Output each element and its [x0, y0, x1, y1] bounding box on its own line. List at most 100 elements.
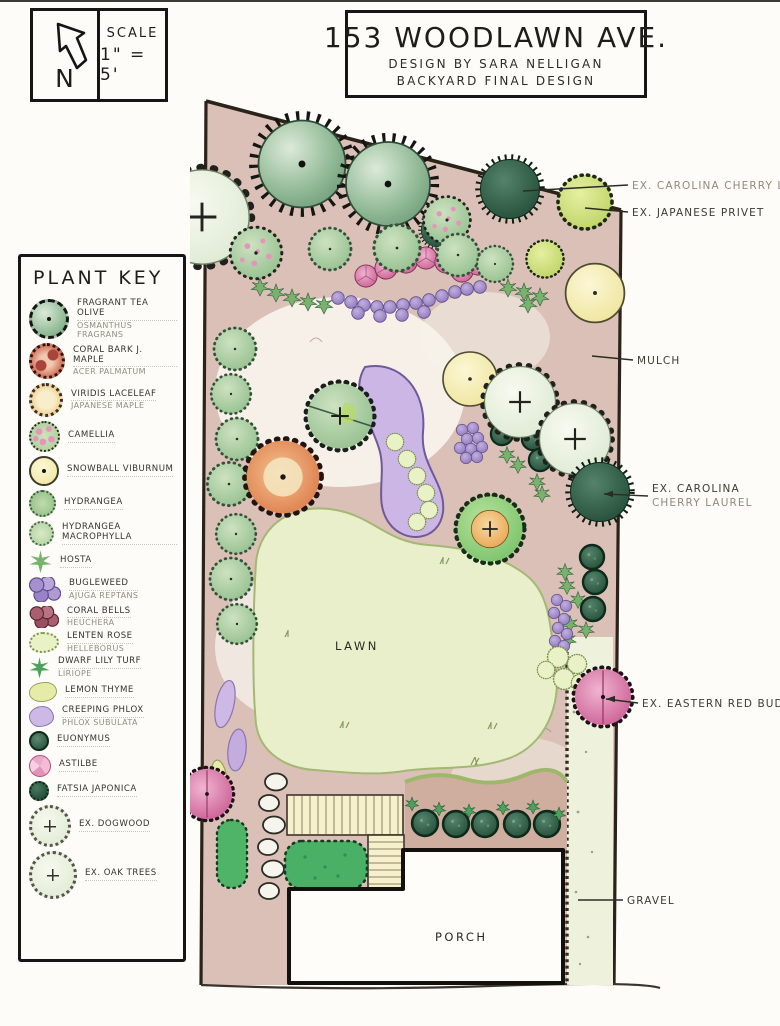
creeping-phlox-symbol-icon [29, 706, 54, 728]
porch-label: PORCH [435, 930, 488, 944]
lawn-label: LAWN [335, 639, 379, 653]
lenten-rose-symbol-icon [29, 632, 59, 654]
plant-name: CORAL BARK J. MAPLE [73, 345, 177, 368]
subtitle-line: BACKYARD FINAL DESIGN [396, 73, 596, 88]
key-item-viridis-maple: VIRIDIS LACELEAF JAPANESE MAPLE [29, 383, 177, 418]
plant-name: EX. OAK TREES [85, 868, 157, 882]
plant-name: EUONYMUS [57, 734, 111, 748]
title-block: 153 WOODLAWN AVE. DESIGN BY SARA NELLIGA… [324, 10, 666, 98]
coral-bark-maple-tree [245, 439, 321, 515]
viburnum-symbol-icon [29, 456, 59, 487]
plant-name: FATSIA JAPONICA [57, 784, 137, 798]
plant-name: HYDRANGEA [64, 497, 123, 510]
page-title: 153 WOODLAWN AVE. [323, 20, 669, 54]
plant-name: SNOWBALL VIBURNUM [67, 464, 174, 478]
scale-title: SCALE [106, 25, 159, 41]
callout-privet: EX. JAPANESE PRIVET [584, 207, 764, 219]
plant-key-title: PLANT KEY [33, 267, 164, 289]
key-item-ex-oak: EX. OAK TREES [29, 851, 177, 900]
plant-name: VIRIDIS LACELEAF [71, 389, 157, 402]
plant-name: ASTILBE [59, 759, 98, 773]
liriope-symbol-icon [29, 657, 50, 679]
plant-key: PLANT KEY FRAGRANT TEA OLIVE OSMANTHUS F… [18, 254, 186, 962]
tea-olive-symbol-icon [29, 299, 69, 340]
plant-latin: HELLEBORUS [67, 644, 125, 653]
plant-latin: PHLOX SUBULATA [62, 718, 138, 728]
astilbe-symbol-icon [29, 755, 51, 778]
dogwood-symbol-icon [29, 805, 71, 848]
phlox-band [358, 364, 445, 538]
shrub-hedge-bed [283, 839, 369, 891]
north-label: N [55, 63, 75, 93]
key-item-ex-dogwood: EX. DOGWOOD [29, 805, 177, 848]
lemon-thyme-symbol-icon [29, 682, 57, 703]
coral-bark-maple-symbol-icon [29, 343, 65, 380]
key-item-creeping-phlox: CREEPING PHLOX PHLOX SUBULATA [29, 705, 177, 728]
annotations: EX. CAROLINA CHERRY LAUREL EX. JAPANESE … [522, 180, 780, 907]
plant-name: LEMON THYME [65, 685, 134, 699]
designer-line: DESIGN BY SARA NELLIGAN [388, 56, 604, 71]
hydrangea-macrophylla-symbol-icon [29, 521, 54, 547]
callout-text: MULCH [637, 355, 680, 367]
lawn-area: LAWN [252, 507, 558, 775]
stepping-stones [257, 772, 288, 900]
plan-drawing: LAWN [190, 99, 780, 990]
plant-latin: OSMANTHUS FRAGRANS [77, 320, 133, 339]
callout-gravel: GRAVEL [578, 895, 675, 907]
key-item-lemon-thyme: LEMON THYME [29, 682, 177, 703]
ex-japanese-privet-tree [556, 173, 614, 231]
scale-value: 1" = 5' [100, 44, 147, 85]
callout-laurel-mid: EX. CAROLINA CHERRY LAUREL [603, 483, 753, 509]
euonymus-symbol-icon [29, 731, 49, 752]
creeping-phlox-drift [227, 728, 247, 772]
plant-name: BUGLEWEED [69, 578, 139, 591]
snowball-viburnum [564, 262, 626, 324]
callout-mulch: MULCH [591, 355, 680, 367]
plant-latin: ACER PALMATUM [73, 367, 146, 377]
callout-laurel-top: EX. CAROLINA CHERRY LAUREL [522, 180, 780, 192]
key-item-camellia: CAMELLIA [29, 421, 177, 453]
callout-text: EX. EASTERN RED BUD [642, 698, 780, 710]
hosta-symbol-icon [29, 550, 52, 574]
porch: PORCH [287, 848, 565, 985]
camellia-shrub [228, 225, 284, 281]
north-arrow-cell: N [33, 11, 100, 99]
key-item-bugleweed: BUGLEWEED AJUGA REPTANS [29, 577, 177, 603]
viridis-maple-symbol-icon [29, 383, 63, 418]
plant-latin: HEUCHERA [67, 618, 115, 628]
callout-text: EX. JAPANESE PRIVET [632, 207, 764, 219]
plant-name: HYDRANGEA MACROPHYLLA [62, 522, 177, 545]
plant-name: CAMELLIA [68, 430, 115, 443]
plant-name: CORAL BELLS [67, 606, 131, 619]
plant-name: FRAGRANT TEA OLIVE [77, 298, 177, 321]
bugleweed-symbol-icon [29, 577, 61, 603]
plant-name: LENTEN ROSE [67, 631, 133, 644]
key-item-dwarf-lily-turf: DWARF LILY TURF LIRIOPE [29, 656, 177, 679]
plant-name: HOSTA [60, 555, 92, 568]
plant-latin: AJUGA REPTANS [69, 590, 139, 600]
lemon-thyme-bed [215, 818, 249, 890]
key-item-coral-bark-maple: CORAL BARK J. MAPLE ACER PALMATUM [29, 343, 177, 380]
plant-latin: JAPANESE MAPLE [71, 401, 145, 411]
stone-terrace [286, 794, 404, 836]
plant-latin: LIRIOPE [58, 669, 92, 679]
north-arrow-icon [56, 22, 88, 69]
callout-text: GRAVEL [627, 895, 675, 907]
key-item-tea-olive: FRAGRANT TEA OLIVE OSMANTHUS FRAGRANS [29, 298, 177, 340]
key-item-fatsia: FATSIA JAPONICA [29, 781, 177, 802]
callout-redbud: EX. EASTERN RED BUD [605, 695, 780, 710]
key-item-hydrangea: HYDRANGEA [29, 490, 177, 518]
key-item-astilbe: ASTILBE [29, 755, 177, 778]
porch-planting-bed [404, 767, 569, 850]
key-item-hydrangea-macrophylla: HYDRANGEA MACROPHYLLA [29, 521, 177, 547]
key-item-hosta: HOSTA [29, 550, 177, 574]
fatsia-symbol-icon [29, 781, 49, 802]
callout-text: CHERRY LAUREL [652, 497, 753, 509]
creeping-phlox-drift [214, 679, 236, 729]
plant-name: CREEPING PHLOX [62, 705, 144, 719]
grass-tufts [284, 557, 498, 766]
plant-name: EX. DOGWOOD [79, 819, 150, 833]
hydrangea-symbol-icon [29, 490, 56, 518]
callout-text: EX. CAROLINA CHERRY LAUREL [632, 180, 780, 192]
coral-bells-symbol-icon [29, 606, 59, 629]
